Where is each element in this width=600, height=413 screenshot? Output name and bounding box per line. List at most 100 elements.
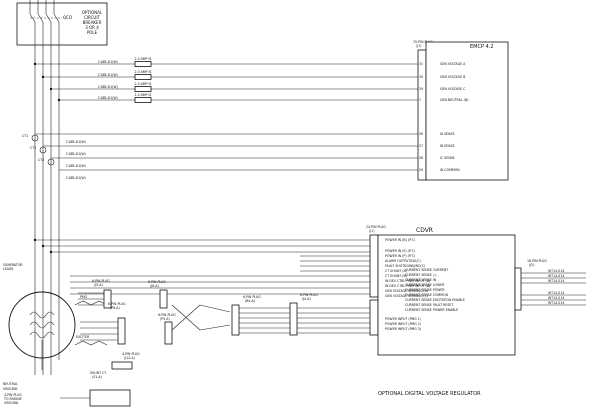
cdvr-term-6: FAULT SHUTDOWN/NO(C)	[385, 264, 425, 268]
cdvr-term-5: ALARM OUTPUT(NO/C)	[385, 259, 421, 263]
pmg-label: PMG	[80, 295, 88, 299]
cdvr-feed-lines	[33, 238, 370, 295]
middle-plugs: 6-PIN PLUG (J5-A) 6-PIN PLUG (P6-A) 6-PI…	[60, 279, 370, 407]
plug-p2-2: (P6-A)	[110, 306, 120, 310]
cdvr-header-2: (J1)	[369, 229, 374, 233]
breaker-label-3: BREAKER	[83, 20, 102, 25]
wire-label-6: C18B-D1(W)	[66, 152, 86, 156]
emcp-term-num-1: 31	[419, 62, 423, 66]
emcp-term-num-7: 28	[419, 156, 423, 160]
cdvr-right-wire-3: WT14-014	[548, 279, 564, 283]
cdvr-lower-3: POWER INPUT (PMG 3)	[385, 327, 421, 331]
plug-p1-1: 6-PIN PLUG	[92, 279, 110, 283]
cdvr-term-11: GEN VOLTAGE SENSING (A)	[385, 289, 428, 293]
cdvr-term-7: CT SHUNT (A)	[385, 269, 407, 273]
cdvr-right-wire-4: WT14-014	[548, 291, 564, 295]
gen-leads-label-1: GENERATOR	[3, 263, 23, 267]
emcp-term-2: GEN VOLTAGE B	[440, 75, 465, 79]
plug-p6-2: (J4-A)	[302, 297, 311, 301]
plug-p8-2: (S1-A)	[92, 375, 102, 379]
wire-label-3: C18B-D1(W)	[98, 85, 118, 89]
wire-label-2: C18B-D1(W)	[98, 73, 118, 77]
emcp-header-1: 70-PIN PLUG	[413, 40, 433, 44]
wire-label-7: C18B-D1(W)	[66, 164, 86, 168]
cdvr-lower-2: POWER INPUT (PMG 2)	[385, 322, 421, 326]
cdvr-title: CDVR	[416, 227, 433, 234]
emcp-term-num-4: 7	[419, 98, 421, 102]
emcp-header-2: (J1)	[416, 44, 421, 48]
cdvr-right-plug-1: 16-PIN PLUG	[527, 259, 547, 263]
ct-label-1: CT1	[22, 134, 28, 138]
cdvr-term-4: POWER IN (P) (P.T.)	[385, 254, 415, 258]
cdvr-side-1: CURRENT SENSE CURRENT	[405, 268, 448, 272]
bottom-notes: 4-PIN PLUG TO ENGINE GROUND	[3, 393, 22, 405]
wire-label-8: C18B-D1(W)	[66, 176, 86, 180]
fuse-label-a: 2.0 AMP IS	[135, 57, 152, 61]
cdvr-right-wire-1: WT14-014	[548, 269, 564, 273]
emcp-term-5: IA SENSE	[440, 132, 455, 136]
emcp-term-num-8: 29	[419, 168, 423, 172]
emcp-term-6: IB SENSE	[440, 144, 455, 148]
bottom-note-1: 4-PIN PLUG	[4, 393, 22, 397]
bottom-note-3: GROUND	[4, 401, 19, 405]
breaker-box	[16, 2, 108, 46]
emcp-term-4: GEN NEUTRAL (N)	[440, 98, 469, 102]
plug-p4-2: (P5-A)	[160, 317, 170, 321]
fuse-label-c: 2.0 AMP IS	[135, 82, 152, 86]
wire-label-1: C18B-D1(W)	[98, 60, 118, 64]
cdvr-header-1: 24-PIN PLUG	[366, 225, 386, 229]
plug-p7-1: 4-PIN PLUG	[122, 352, 140, 356]
plug-p6-1: 6-PIN PLUG	[300, 293, 318, 297]
plug-p2-1: 6-PIN PLUG	[108, 302, 126, 306]
cdvr-side-4: CURRENT SENSE LOWER	[405, 283, 445, 287]
cdvr-module: 24-PIN PLUG (J1) CDVR POWER IN (B) (P.T.…	[366, 225, 586, 356]
emcp-term-7: IC SENSE	[440, 156, 455, 160]
emcp-term-8: IN COMMON	[440, 168, 460, 172]
emcp-term-num-6: 27	[419, 144, 423, 148]
emcp-box	[425, 41, 509, 181]
emcp-title: EMCP 4.2	[470, 44, 494, 50]
plug-p5-2: (B4-A)	[245, 299, 255, 303]
cdvr-right-wire-5: WT14-014	[548, 296, 564, 300]
wire-label-5: C18B-D1(W)	[66, 140, 86, 144]
cdvr-side-6: CURRENT SENSE COMMON	[405, 293, 449, 297]
emcp-current-lines: CT1 CT2 CT3 C18B-D1(W) C18B-D1(W) C18B-D…	[22, 133, 420, 180]
gen-neutral-label: NEUTRAL	[3, 382, 18, 386]
cdvr-term-12: GEN VOLTAGE SENSING (C)	[385, 294, 428, 298]
emcp-term-num-2: 30	[419, 75, 423, 79]
cdvr-term-1: POWER IN (B) (P.T.)	[385, 238, 415, 242]
bottom-note-2: TO ENGINE	[3, 397, 22, 401]
plug-p7-2: (J12-A)	[124, 356, 135, 360]
cdvr-side-5: CURRENT SENSE POWER	[405, 288, 445, 292]
cdvr-right-wire-2: WT14-014	[548, 274, 564, 278]
breaker-label-5: POLE	[87, 30, 98, 35]
emcp-term-3: GEN VOLTAGE C	[440, 87, 466, 91]
plug-p5-1: 6-PIN PLUG	[243, 295, 261, 299]
breaker-contact-label: QCO	[63, 15, 72, 20]
cdvr-term-3: POWER IN (S) (P.T.)	[385, 249, 415, 253]
emcp-term-num-3: 29	[419, 87, 423, 91]
plug-p3-1: 6-PIN PLUG	[148, 280, 166, 284]
ct-label-2: CT2	[30, 146, 36, 150]
exciter-label: EXCITER	[76, 335, 90, 339]
plug-p3-2: (J6-A)	[150, 284, 159, 288]
fuse-label-n: 2.0 AMP IS	[135, 93, 152, 97]
plug-p1-2: (J5-A)	[94, 283, 103, 287]
fuse-label-b: 2.0 AMP IS	[135, 70, 152, 74]
cdvr-side-3: CURRENT SENSE IN	[405, 278, 437, 282]
ct-label-3: CT3	[38, 158, 44, 162]
cdvr-term-10: IN DEV CTRL PWM INPUT (B)	[385, 284, 430, 288]
emcp-term-num-5: 26	[419, 132, 423, 136]
cdvr-side-9: CURRENT SENSE POWER ENABLE	[405, 308, 458, 312]
cdvr-right-wire-6: WT14-014	[548, 301, 564, 305]
circuit-breaker: QCO OPTIONAL CIRCUIT BREAKER 3 OR 4 POLE	[16, 0, 108, 46]
emcp-term-1: GEN VOLTAGE A	[440, 62, 466, 66]
gen-leads-label-2: LEADS	[3, 267, 13, 271]
cdvr-term-9: IN DEV CTRL PWM INPUT (A)	[385, 279, 430, 283]
wire-label-4: C18B-D1(W)	[98, 96, 118, 100]
cdvr-box	[377, 234, 516, 356]
generator: GENERATOR LEADS NEUTRAL GROUND PMG EXCIT…	[3, 263, 108, 391]
plug-p4-1: 6-PIN PLUG	[158, 313, 176, 317]
cdvr-side-2: CURRENT SENSE (-)	[405, 273, 436, 277]
